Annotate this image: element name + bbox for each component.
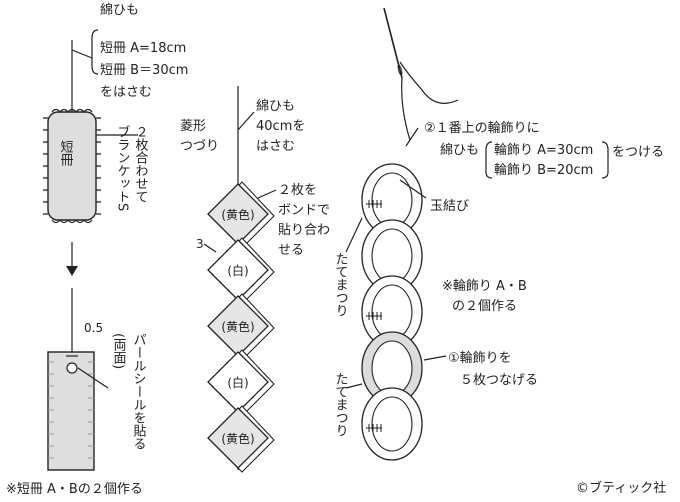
tatematsuri-stitch bbox=[366, 424, 382, 432]
blanket-stitch-marks bbox=[43, 117, 101, 215]
tanzaku-section: 綿ひも 短冊 A=18cm 短冊 B＝30cm をはさむ 短冊 ２枚合わせて ブ… bbox=[6, 3, 188, 497]
hishigata-section: 菱形 つづり 綿ひも 40cmを はさむ ２枚を ボンドで 貼り合わ せる 3 … bbox=[180, 86, 330, 473]
bond-instruction-l4: せる bbox=[278, 243, 304, 258]
paper-ring-inner bbox=[371, 396, 413, 452]
string-l1: 綿ひも bbox=[256, 99, 295, 114]
paper-ring-inner bbox=[371, 228, 413, 284]
needle-eye bbox=[397, 64, 403, 76]
blanket-instruction-l1: ２枚合わせて bbox=[133, 125, 149, 203]
blanket-stitch-scallop bbox=[51, 108, 93, 224]
step2-length-b: 輪飾り B=20cm bbox=[494, 162, 593, 178]
tanzaku-card bbox=[47, 111, 97, 221]
hishigata-title-l1: 菱形 bbox=[180, 119, 206, 134]
cotton-string-curve bbox=[399, 61, 459, 141]
edge-stitch-marks bbox=[48, 361, 94, 459]
diamond-label: (黄色) bbox=[221, 432, 254, 446]
size-label: 3 bbox=[196, 237, 204, 251]
needle-icon bbox=[383, 7, 403, 79]
step2-end: をつける bbox=[612, 145, 664, 160]
size-label: 0.5 bbox=[84, 321, 103, 335]
diamond-label: (黄色) bbox=[221, 320, 254, 334]
bond-instruction-l3: 貼り合わ bbox=[278, 223, 330, 238]
tatematsuri-label-top: たてまつり bbox=[333, 252, 348, 317]
leader-line bbox=[399, 179, 427, 199]
ring-chain bbox=[361, 163, 423, 461]
tatematsuri-stitch bbox=[366, 200, 382, 208]
tatematsuri-label-bottom: たてまつり bbox=[333, 372, 348, 437]
string-length-a: 短冊 A=18cm bbox=[100, 41, 186, 56]
string-l2: 40cmを bbox=[256, 119, 305, 134]
string-title: 綿ひも bbox=[100, 3, 139, 18]
arrow-down-icon bbox=[66, 266, 78, 276]
ring-note-l1: ※輪飾り A・B bbox=[442, 278, 527, 294]
both-sides-label: (両面) bbox=[111, 333, 127, 369]
ring-note-l2: の２個作る bbox=[452, 299, 517, 314]
leader-line bbox=[257, 189, 277, 199]
diamond-chain: (黄色) (白) (黄色) (白) (黄色) bbox=[207, 181, 275, 473]
leader-line bbox=[423, 355, 447, 361]
brace bbox=[91, 29, 99, 75]
diamond-label: (白) bbox=[227, 375, 248, 390]
bond-instruction-l1: ２枚を bbox=[278, 183, 317, 198]
step1-l1: ①輪飾りを bbox=[448, 350, 512, 366]
leader-line bbox=[345, 217, 363, 253]
paper-ring-inner bbox=[371, 340, 413, 396]
step2-l1: ②１番上の輪飾りに bbox=[424, 120, 540, 136]
brace bbox=[601, 141, 609, 179]
string-l3: はさむ bbox=[256, 139, 295, 154]
brace bbox=[485, 141, 493, 179]
diamond-piece bbox=[207, 407, 269, 469]
tanzaku-card-label: 短冊 bbox=[58, 140, 74, 166]
blanket-instruction-l2: ブランケットS bbox=[115, 124, 130, 211]
hishigata-title-l2: つづり bbox=[180, 139, 219, 154]
step1-l2: ５枚つなげる bbox=[460, 373, 538, 388]
diamond-label: (黄色) bbox=[221, 208, 254, 222]
paper-ring-inner bbox=[371, 284, 413, 340]
pearl-seal-circle bbox=[66, 362, 78, 374]
paper-ring-inner bbox=[371, 172, 413, 228]
step2-l2: 綿ひも bbox=[440, 143, 479, 158]
diamond-label: (白) bbox=[227, 263, 248, 278]
copyright-label: ©ブティック社 bbox=[576, 480, 666, 496]
pearl-seal-instruction: パールシールを貼る bbox=[131, 333, 147, 450]
leader-line bbox=[237, 111, 255, 131]
leader-line bbox=[71, 49, 93, 59]
leader-line bbox=[405, 127, 419, 147]
step2-length-a: 輪飾り A=30cm bbox=[494, 142, 593, 158]
bond-instruction-l2: ボンドで bbox=[278, 203, 330, 218]
knot-label: 玉結び bbox=[430, 199, 469, 214]
tanzaku-note: ※短冊 A・Bの２個作る bbox=[6, 482, 143, 497]
tatematsuri-stitch bbox=[366, 312, 382, 320]
leader-line bbox=[77, 367, 109, 389]
string-instruction: をはさむ bbox=[100, 85, 152, 100]
string-length-b: 短冊 B＝30cm bbox=[100, 63, 188, 78]
leader-line bbox=[345, 383, 363, 389]
wakazari-section: ②１番上の輪飾りに 綿ひも 輪飾り A=30cm 輪飾り B=20cm をつける… bbox=[333, 7, 664, 461]
dimension-line bbox=[203, 243, 217, 253]
